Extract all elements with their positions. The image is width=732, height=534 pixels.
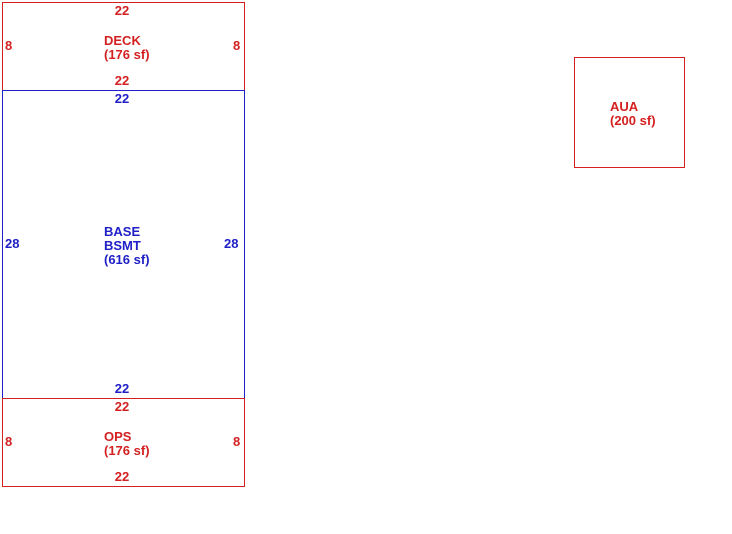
deck-top-dimension: 22 — [114, 3, 130, 18]
base-bsmt-label: BASE BSMT (616 sf) — [104, 225, 150, 267]
base-top-dimension: 22 — [114, 91, 130, 106]
base-right-dimension: 28 — [224, 236, 239, 251]
deck-name: DECK — [104, 33, 141, 48]
aua-name: AUA — [610, 99, 639, 114]
base-bottom-dimension: 22 — [114, 381, 130, 396]
ops-outline — [2, 398, 245, 487]
deck-label: DECK (176 sf) — [104, 34, 150, 62]
base-left-dimension: 28 — [5, 236, 20, 251]
ops-top-dimension: 22 — [114, 399, 130, 414]
ops-right-dimension: 8 — [233, 434, 241, 449]
aua-label: AUA (200 sf) — [610, 100, 656, 128]
base-name-line2: BSMT — [104, 238, 141, 253]
ops-left-dimension: 8 — [5, 434, 13, 449]
ops-label: OPS (176 sf) — [104, 430, 150, 458]
deck-left-dimension: 8 — [5, 38, 13, 53]
base-area: (616 sf) — [104, 252, 150, 267]
deck-bottom-dimension: 22 — [114, 73, 130, 88]
ops-area: (176 sf) — [104, 443, 150, 458]
aua-outline — [574, 57, 685, 168]
ops-bottom-dimension: 22 — [114, 469, 130, 484]
ops-name: OPS — [104, 429, 132, 444]
aua-area: (200 sf) — [610, 113, 656, 128]
deck-right-dimension: 8 — [233, 38, 241, 53]
deck-area: (176 sf) — [104, 47, 150, 62]
base-name-line1: BASE — [104, 224, 141, 239]
